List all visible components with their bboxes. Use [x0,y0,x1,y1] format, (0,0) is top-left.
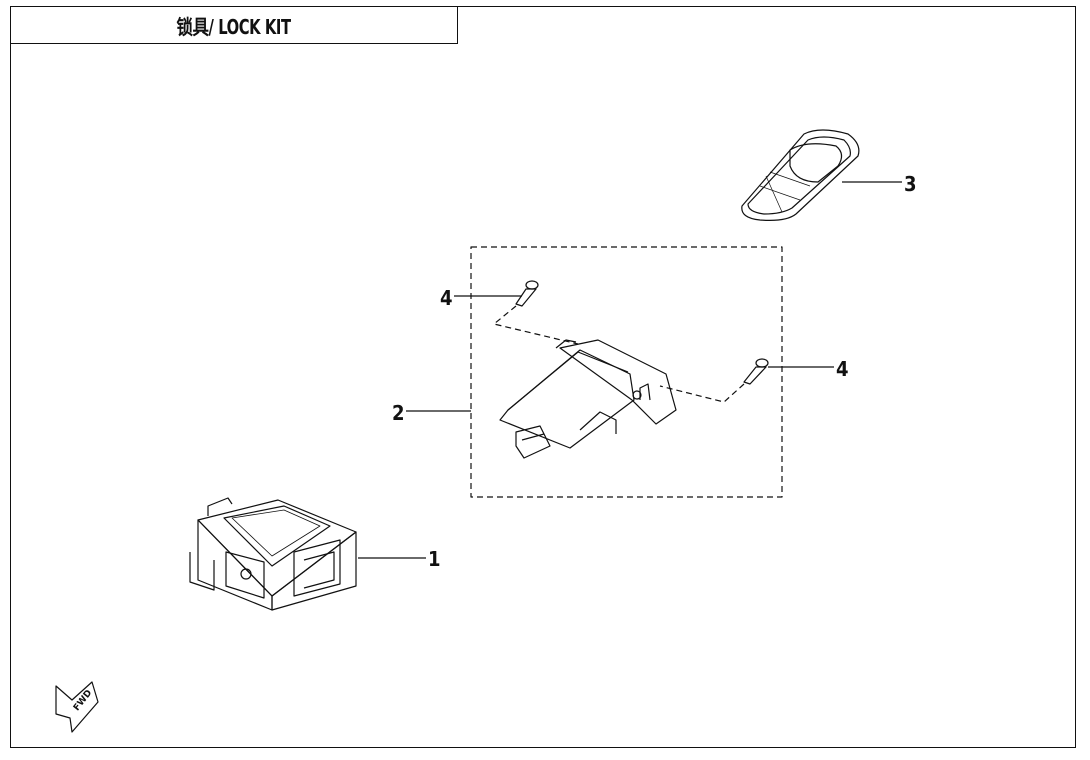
callout-4-right: 4 [836,357,849,381]
fwd-arrow-icon [55,681,99,733]
callout-3: 3 [904,172,917,196]
part-2-lock-module [499,339,677,459]
part-2-group-box [470,246,783,498]
callout-1: 1 [428,547,441,571]
screw-right [743,358,769,385]
part-1-control-module [189,497,357,611]
drawing-frame [10,6,1076,748]
part-3-key-fob [741,129,860,221]
page-title: 锁具/ LOCK KIT [176,14,292,39]
callout-2: 2 [392,401,405,425]
callout-4-upper: 4 [440,286,453,310]
title-block: 锁具/ LOCK KIT [10,6,458,44]
screw-upper [515,280,539,307]
